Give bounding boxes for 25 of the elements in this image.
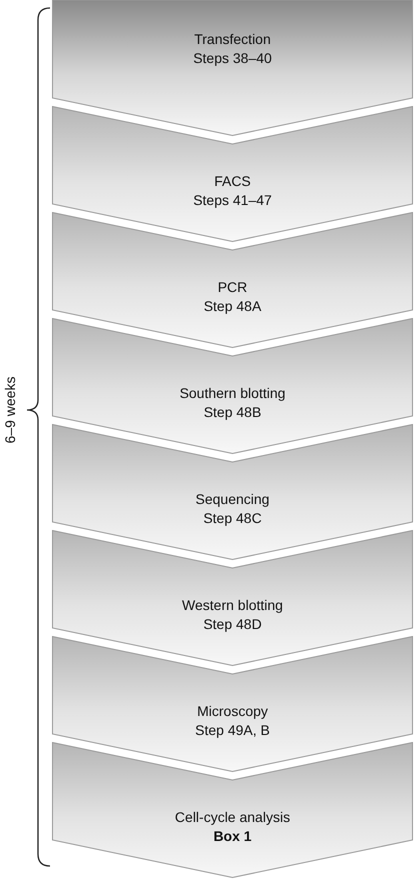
step-reference: Step 48B	[204, 403, 262, 422]
step-title: Southern blotting	[180, 384, 286, 403]
process-step	[52, 318, 413, 454]
step-reference: Steps 38–40	[193, 49, 272, 68]
step-title: Sequencing	[196, 490, 270, 509]
process-step	[52, 636, 413, 772]
duration-label: 6–9 weeks	[2, 376, 18, 444]
process-step	[52, 0, 413, 136]
process-step	[52, 530, 413, 666]
step-reference: Step 49A, B	[195, 721, 270, 740]
step-title: PCR	[218, 278, 248, 297]
step-reference: Step 48A	[204, 297, 262, 316]
process-step	[52, 742, 413, 878]
step-title: FACS	[214, 172, 251, 191]
step-reference: Step 48D	[203, 615, 262, 634]
step-reference: Steps 41–47	[193, 191, 272, 210]
process-step	[52, 424, 413, 560]
step-reference: Step 48C	[203, 509, 262, 528]
step-title: Microscopy	[197, 702, 268, 721]
step-reference: Box 1	[213, 827, 252, 846]
step-title: Transfection	[194, 30, 271, 49]
process-step	[52, 106, 413, 242]
step-title: Western blotting	[182, 596, 283, 615]
process-step	[52, 212, 413, 348]
step-title: Cell-cycle analysis	[174, 808, 290, 827]
